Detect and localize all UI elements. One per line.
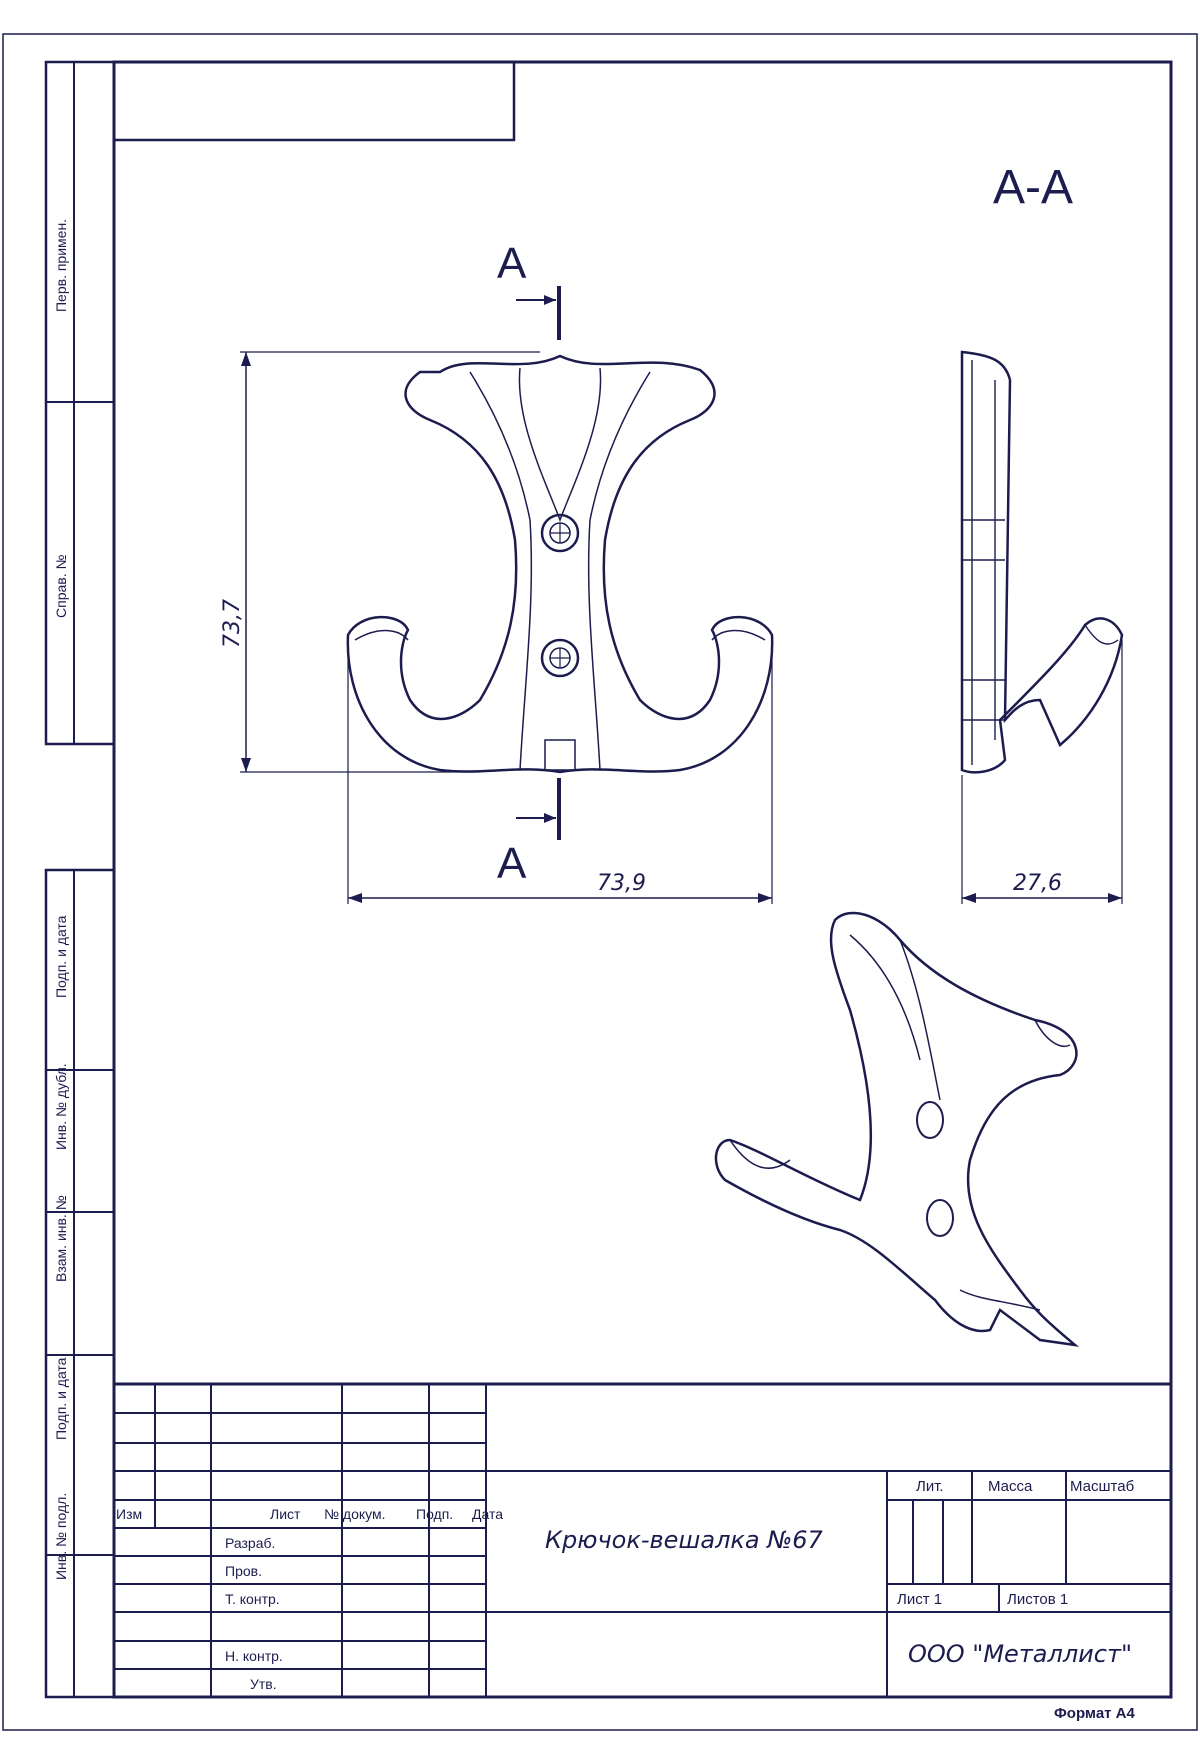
part-name: Крючок-вешалка №67 xyxy=(545,1526,823,1554)
section-mark-bottom: A xyxy=(497,839,527,888)
side-label: Инв. № подл. xyxy=(53,1493,69,1580)
lit-label: Лит. xyxy=(916,1478,944,1495)
side-label: Справ. № xyxy=(53,555,69,619)
dimension-width: 73,9 xyxy=(347,640,773,904)
side-label: Перв. примен. xyxy=(53,219,69,312)
side-label: Инв. № дубл. xyxy=(53,1063,69,1150)
sheet-outer-border xyxy=(2,33,1198,1731)
front-view xyxy=(346,354,774,774)
section-title: A-A xyxy=(993,161,1073,214)
dimension-depth: 27,6 xyxy=(961,640,1123,904)
dimension-height: 73,7 xyxy=(220,351,540,773)
sheets-label: Листов 1 xyxy=(1007,1591,1068,1608)
hdr-podp: Подп. xyxy=(416,1506,453,1522)
hdr-data: Дата xyxy=(472,1506,503,1522)
title-block: Изм Лист № докум. Подп. Дата Разраб. Про… xyxy=(112,1382,1173,1699)
role-nkontr: Н. контр. xyxy=(225,1648,283,1664)
dim-depth-label: 27,6 xyxy=(1013,871,1062,896)
side-label: Подп. и дата xyxy=(53,1357,69,1440)
role-utv: Утв. xyxy=(250,1676,277,1692)
role-tkontr: Т. контр. xyxy=(225,1591,280,1607)
isometric-view xyxy=(714,911,1080,1347)
format-label: Формат А4 xyxy=(1054,1705,1136,1722)
section-mark-top: A xyxy=(497,239,527,288)
side-view xyxy=(960,350,1124,774)
role-prov: Пров. xyxy=(225,1563,262,1579)
dim-width-label: 73,9 xyxy=(597,871,646,896)
dim-height-label: 73,7 xyxy=(220,599,245,648)
section-marks: A A xyxy=(497,239,561,888)
massa-label: Масса xyxy=(988,1478,1033,1495)
hdr-list: Лист xyxy=(270,1506,301,1522)
side-strip-upper: Перв. примен. Справ. № xyxy=(44,60,116,746)
sheet-label: Лист 1 xyxy=(897,1591,942,1608)
masshtab-label: Масштаб xyxy=(1070,1478,1134,1495)
side-label: Подп. и дата xyxy=(53,915,69,998)
company-name: ООО "Металлист" xyxy=(908,1640,1132,1668)
hdr-ndoc: № докум. xyxy=(324,1506,386,1522)
side-label: Взам. инв. № xyxy=(53,1195,69,1282)
role-razrab: Разраб. xyxy=(225,1535,275,1551)
hdr-izm: Изм xyxy=(116,1506,142,1522)
side-strip-lower: Подп. и дата Инв. № дубл. Взам. инв. № П… xyxy=(44,868,116,1699)
top-left-box xyxy=(112,60,516,142)
